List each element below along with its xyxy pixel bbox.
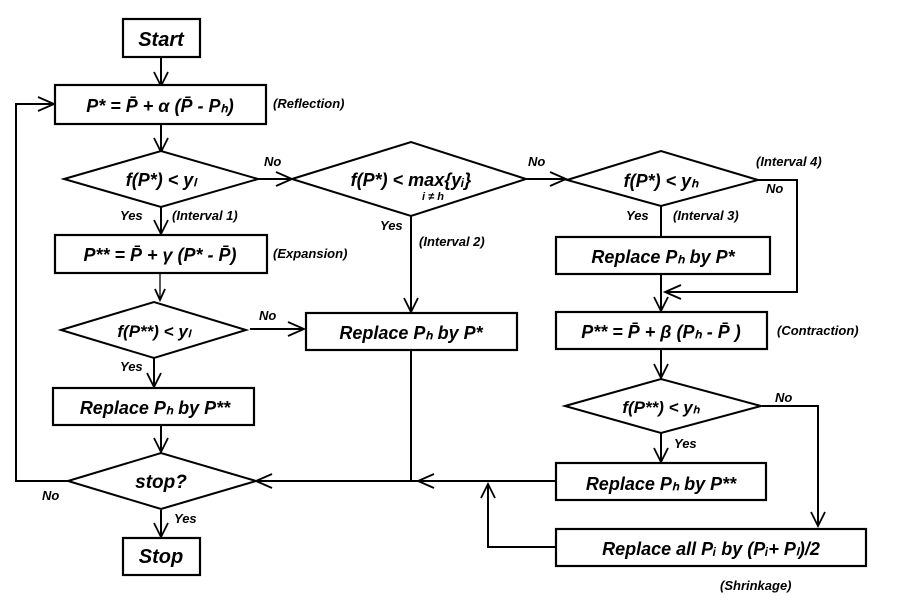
decision-expansion-node: f(P**) < yₗ Yes No — [57, 300, 276, 374]
decision-contraction-no-label: No — [775, 390, 792, 405]
edge-loop-back — [15, 103, 68, 482]
replace-expansion-node: Replace Pₕ by P** — [51, 386, 256, 427]
replace-reflection-node: Replace Pₕ by P* — [304, 311, 519, 352]
decision2-subscript: i ≠ h — [422, 191, 444, 203]
edge-interval4 — [665, 179, 798, 293]
arrowhead-icon — [662, 284, 682, 300]
stop-node: Stop — [121, 536, 202, 577]
arrowhead-icon — [549, 171, 569, 187]
arrowheads — [37, 71, 826, 540]
decision-expansion-text: f(P**) < yₗ — [117, 322, 192, 341]
decision3-yes-label: Yes — [626, 208, 649, 223]
decision3-no-label: No — [766, 181, 783, 196]
expansion-formula: P** = P̄ + γ (P* - P̄) — [83, 245, 236, 265]
decision1-yes-label: Yes — [120, 208, 143, 223]
decision-contraction-text: f(P**) < yₕ — [622, 398, 700, 417]
shrink-node: Replace all Pᵢ by (Pᵢ+ Pₗ)/2 (Shrinkage) — [554, 527, 868, 593]
decision2-yes-label: Yes — [380, 218, 403, 233]
expansion-annotation: (Expansion) — [273, 246, 347, 261]
interval2-annotation: (Interval 2) — [419, 234, 485, 249]
arrowhead-icon — [287, 321, 307, 337]
decision3-text: f(P*) < yₕ — [624, 171, 700, 191]
edge-decision-shrink — [762, 405, 819, 526]
interval3-annotation: (Interval 3) — [673, 208, 739, 223]
arrowhead-icon — [480, 481, 496, 499]
decision-expansion-no-label: No — [259, 308, 276, 323]
decision-contraction-node: f(P**) < yₕ No Yes — [561, 377, 792, 451]
decision2-no-label: No — [528, 154, 545, 169]
decision1-node: f(P*) < yₗ Yes (Interval 1) No — [60, 149, 281, 223]
replace-contraction-node: Replace Pₕ by P** — [554, 461, 768, 502]
arrowhead-icon — [810, 511, 826, 529]
reflection-node: P* = P̄ + α (P̄ - Pₕ) (Reflection) — [53, 83, 345, 126]
decision1-no-label: No — [264, 154, 281, 169]
reflection-annotation: (Reflection) — [273, 96, 345, 111]
expansion-node: P** = P̄ + γ (P* - P̄) (Expansion) — [53, 233, 347, 275]
interval1-annotation: (Interval 1) — [172, 208, 238, 223]
arrowhead-icon — [415, 473, 435, 489]
edge-shrink-return — [487, 484, 556, 548]
contraction-node: P** = P̄ + β (Pₕ - P̄ ) (Contraction) — [554, 310, 859, 351]
decision-contraction-yes-label: Yes — [674, 436, 697, 451]
stop-decision-yes-label: Yes — [174, 511, 197, 526]
decision-expansion-yes-label: Yes — [120, 359, 143, 374]
replace-reflection-text: Replace Pₕ by P* — [339, 323, 483, 343]
decision2-text: f(P*) < max{yᵢ} — [351, 170, 472, 190]
replace-expansion-text: Replace Pₕ by P** — [80, 398, 231, 418]
shrink-text: Replace all Pᵢ by (Pᵢ+ Pₗ)/2 — [602, 539, 820, 559]
stop-decision-node: stop? No Yes — [42, 451, 260, 526]
decision1-text: f(P*) < yₗ — [126, 170, 199, 190]
stop-decision-text: stop? — [135, 472, 187, 493]
replace-interval3-node: Replace Pₕ by P* — [554, 235, 772, 276]
contraction-formula: P** = P̄ + β (Pₕ - P̄ ) — [581, 322, 741, 342]
shrinkage-annotation: (Shrinkage) — [720, 578, 792, 593]
replace-interval3-text: Replace Pₕ by P* — [591, 247, 735, 267]
contraction-annotation: (Contraction) — [777, 323, 859, 338]
reflection-formula: P* = P̄ + α (P̄ - Pₕ) — [86, 96, 233, 116]
connectors — [15, 58, 819, 548]
start-label: Start — [138, 29, 185, 51]
stop-label: Stop — [139, 546, 183, 568]
stop-decision-no-label: No — [42, 488, 59, 503]
arrowhead-icon — [154, 288, 166, 303]
decision3-node: f(P*) < yₕ Yes (Interval 3) (Interval 4)… — [563, 149, 822, 223]
start-node: Start — [121, 17, 202, 59]
decision2-node: f(P*) < max{yᵢ} i ≠ h Yes (Interval 2) N… — [288, 140, 545, 249]
replace-contraction-text: Replace Pₕ by P** — [586, 474, 737, 494]
interval4-annotation: (Interval 4) — [756, 154, 822, 169]
